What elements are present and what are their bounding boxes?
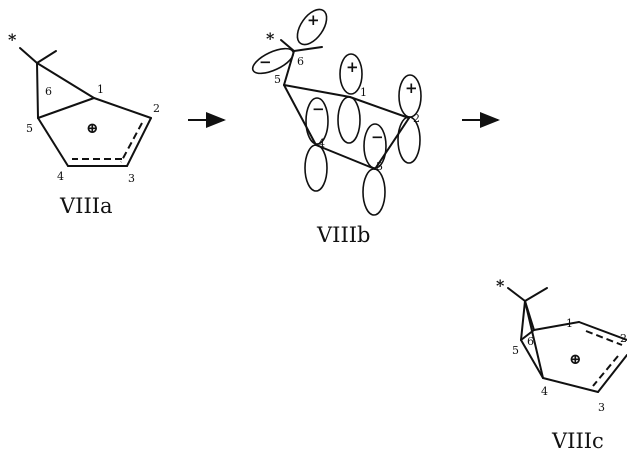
orbital-lobe-c3-lower	[362, 168, 386, 216]
atom-label-c6: 6	[527, 335, 534, 348]
lobe-sign-c2-upper: +	[405, 79, 418, 97]
delocalized-bond-c2-c3	[120, 122, 143, 163]
methyl-bond	[293, 46, 323, 52]
lobe-sign-c6-upper: +	[307, 11, 320, 29]
atom-label-c4: 4	[57, 170, 64, 183]
atom-label-c3: 3	[598, 401, 605, 414]
atom-label-c3: 3	[128, 172, 135, 185]
atom-label-c4: 4	[318, 137, 325, 150]
orbital-lobe-c1-lower	[337, 96, 361, 144]
bond-c6-c5	[520, 300, 526, 341]
chiral-star: *	[266, 29, 275, 48]
bond-c1-c2	[93, 97, 152, 119]
bond-c4-c5	[37, 117, 69, 167]
bond-c5-c4	[520, 339, 544, 379]
atom-label-c6: 6	[45, 85, 52, 98]
atom-label-c2: 2	[620, 332, 627, 345]
lobe-sign-c6-left: −	[259, 53, 272, 71]
chiral-star: *	[496, 276, 505, 295]
bond-c6-c4	[524, 300, 544, 379]
methyl-bond	[524, 287, 548, 302]
bond-c5-c1	[283, 84, 351, 98]
bond-c2-c3	[126, 117, 152, 167]
orbital-lobe-c4-lower	[304, 144, 328, 192]
structure-label-viiic: VIIIc	[551, 429, 604, 453]
bond-c3-c4	[542, 377, 599, 393]
lobe-sign-c4-upper: −	[312, 100, 325, 118]
orbital-lobe-c1-upper	[339, 53, 363, 95]
methyl-bond	[36, 50, 57, 64]
structure-viiia: * 1 2 3 4 5 6 ⊕ VIIIa	[8, 30, 160, 218]
structure-label-viiia: VIIIa	[59, 194, 113, 218]
bond-c6-c5	[283, 50, 295, 86]
atom-label-c1: 1	[97, 83, 104, 96]
delocalized-bond-c1-c2	[585, 330, 623, 346]
orbital-lobe-c6-upper	[296, 8, 328, 46]
chiral-star: *	[8, 30, 17, 49]
structure-viiic: * 1 2 3 4 5 6 ⊕ VIIIc	[496, 276, 627, 453]
atom-label-c5: 5	[512, 344, 519, 357]
methyl-bond-starred	[19, 47, 38, 64]
atom-label-c3: 3	[376, 160, 383, 173]
atom-label-c4: 4	[541, 385, 548, 398]
bond-c6-c5	[36, 62, 39, 119]
atom-label-c1: 1	[360, 86, 367, 99]
cation-charge-symbol: ⊕	[569, 350, 582, 368]
orbital-lobe-c6-left	[251, 47, 295, 75]
bond-c1-c5	[520, 329, 535, 341]
lobe-sign-c1-upper: +	[346, 58, 359, 76]
bond-c5-c4	[283, 84, 317, 146]
atom-label-c5: 5	[26, 122, 33, 135]
atom-label-c2: 2	[413, 112, 420, 125]
delocalized-bond-c2-c3	[592, 355, 619, 387]
bond-c1-c2-inner	[533, 321, 580, 331]
structure-label-viiib: VIIIb	[316, 223, 371, 247]
bond-c1-c2	[578, 321, 627, 341]
orbital-lobe-c4-upper	[305, 97, 329, 145]
bond-c2-c3	[597, 354, 627, 393]
lobe-sign-c3-upper: −	[371, 128, 384, 146]
methyl-bond-starred	[507, 287, 526, 302]
methyl-bond-starred	[280, 39, 295, 52]
atom-label-c6: 6	[297, 55, 304, 68]
bond-c1-c2	[349, 96, 410, 119]
atom-label-c5: 5	[274, 73, 281, 86]
atom-label-c1: 1	[566, 317, 573, 330]
bond-c4-c3	[315, 144, 376, 170]
cation-charge-symbol: ⊕	[86, 119, 99, 137]
atom-label-c2: 2	[153, 102, 160, 115]
structure-viiib: * 6 1 2 3 4 5 + − + + − − VIIIb	[251, 8, 422, 247]
bond-c2-c3	[374, 117, 410, 170]
bond-c6-c1	[36, 62, 95, 99]
bond-c5-c1	[37, 97, 95, 119]
